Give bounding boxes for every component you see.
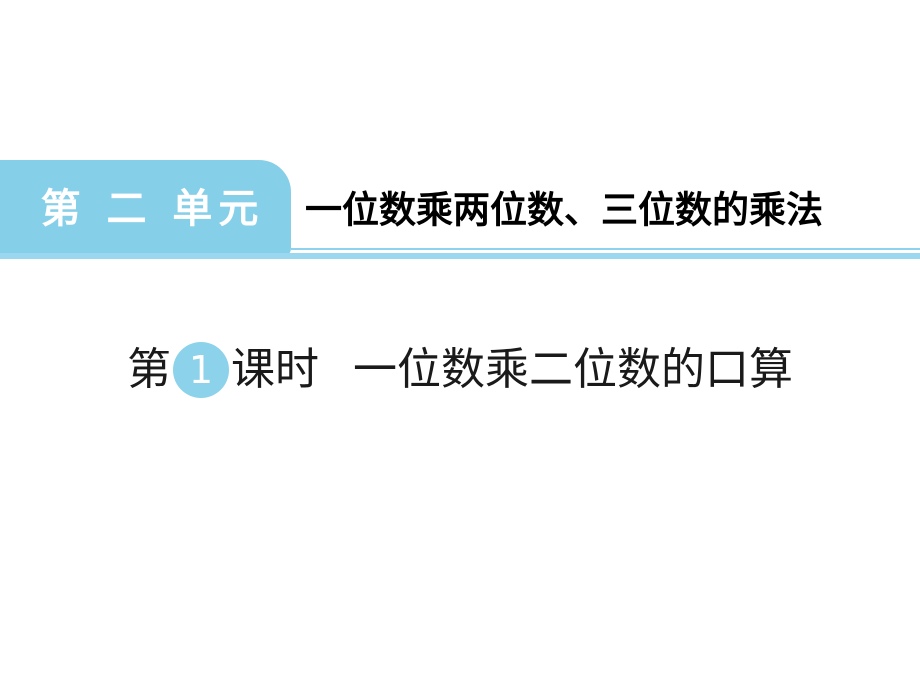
- unit-badge: 第 二 单元: [0, 160, 291, 258]
- lesson-number-badge: 1: [173, 342, 229, 398]
- unit-title: 一位数乘两位数、三位数的乘法: [305, 188, 823, 232]
- header-rule-thick: [0, 253, 920, 259]
- unit-badge-label: 第 二 单元: [40, 186, 265, 232]
- lesson-prefix: 第: [127, 344, 171, 395]
- lesson-topic: 一位数乘二位数的口算: [353, 344, 793, 395]
- header-rule-thin: [291, 248, 920, 250]
- unit-header-band: 第 二 单元 一位数乘两位数、三位数的乘法: [0, 160, 920, 260]
- lesson-heading: 第 1 课时 一位数乘二位数的口算: [0, 330, 920, 410]
- lesson-suffix: 课时: [231, 344, 319, 395]
